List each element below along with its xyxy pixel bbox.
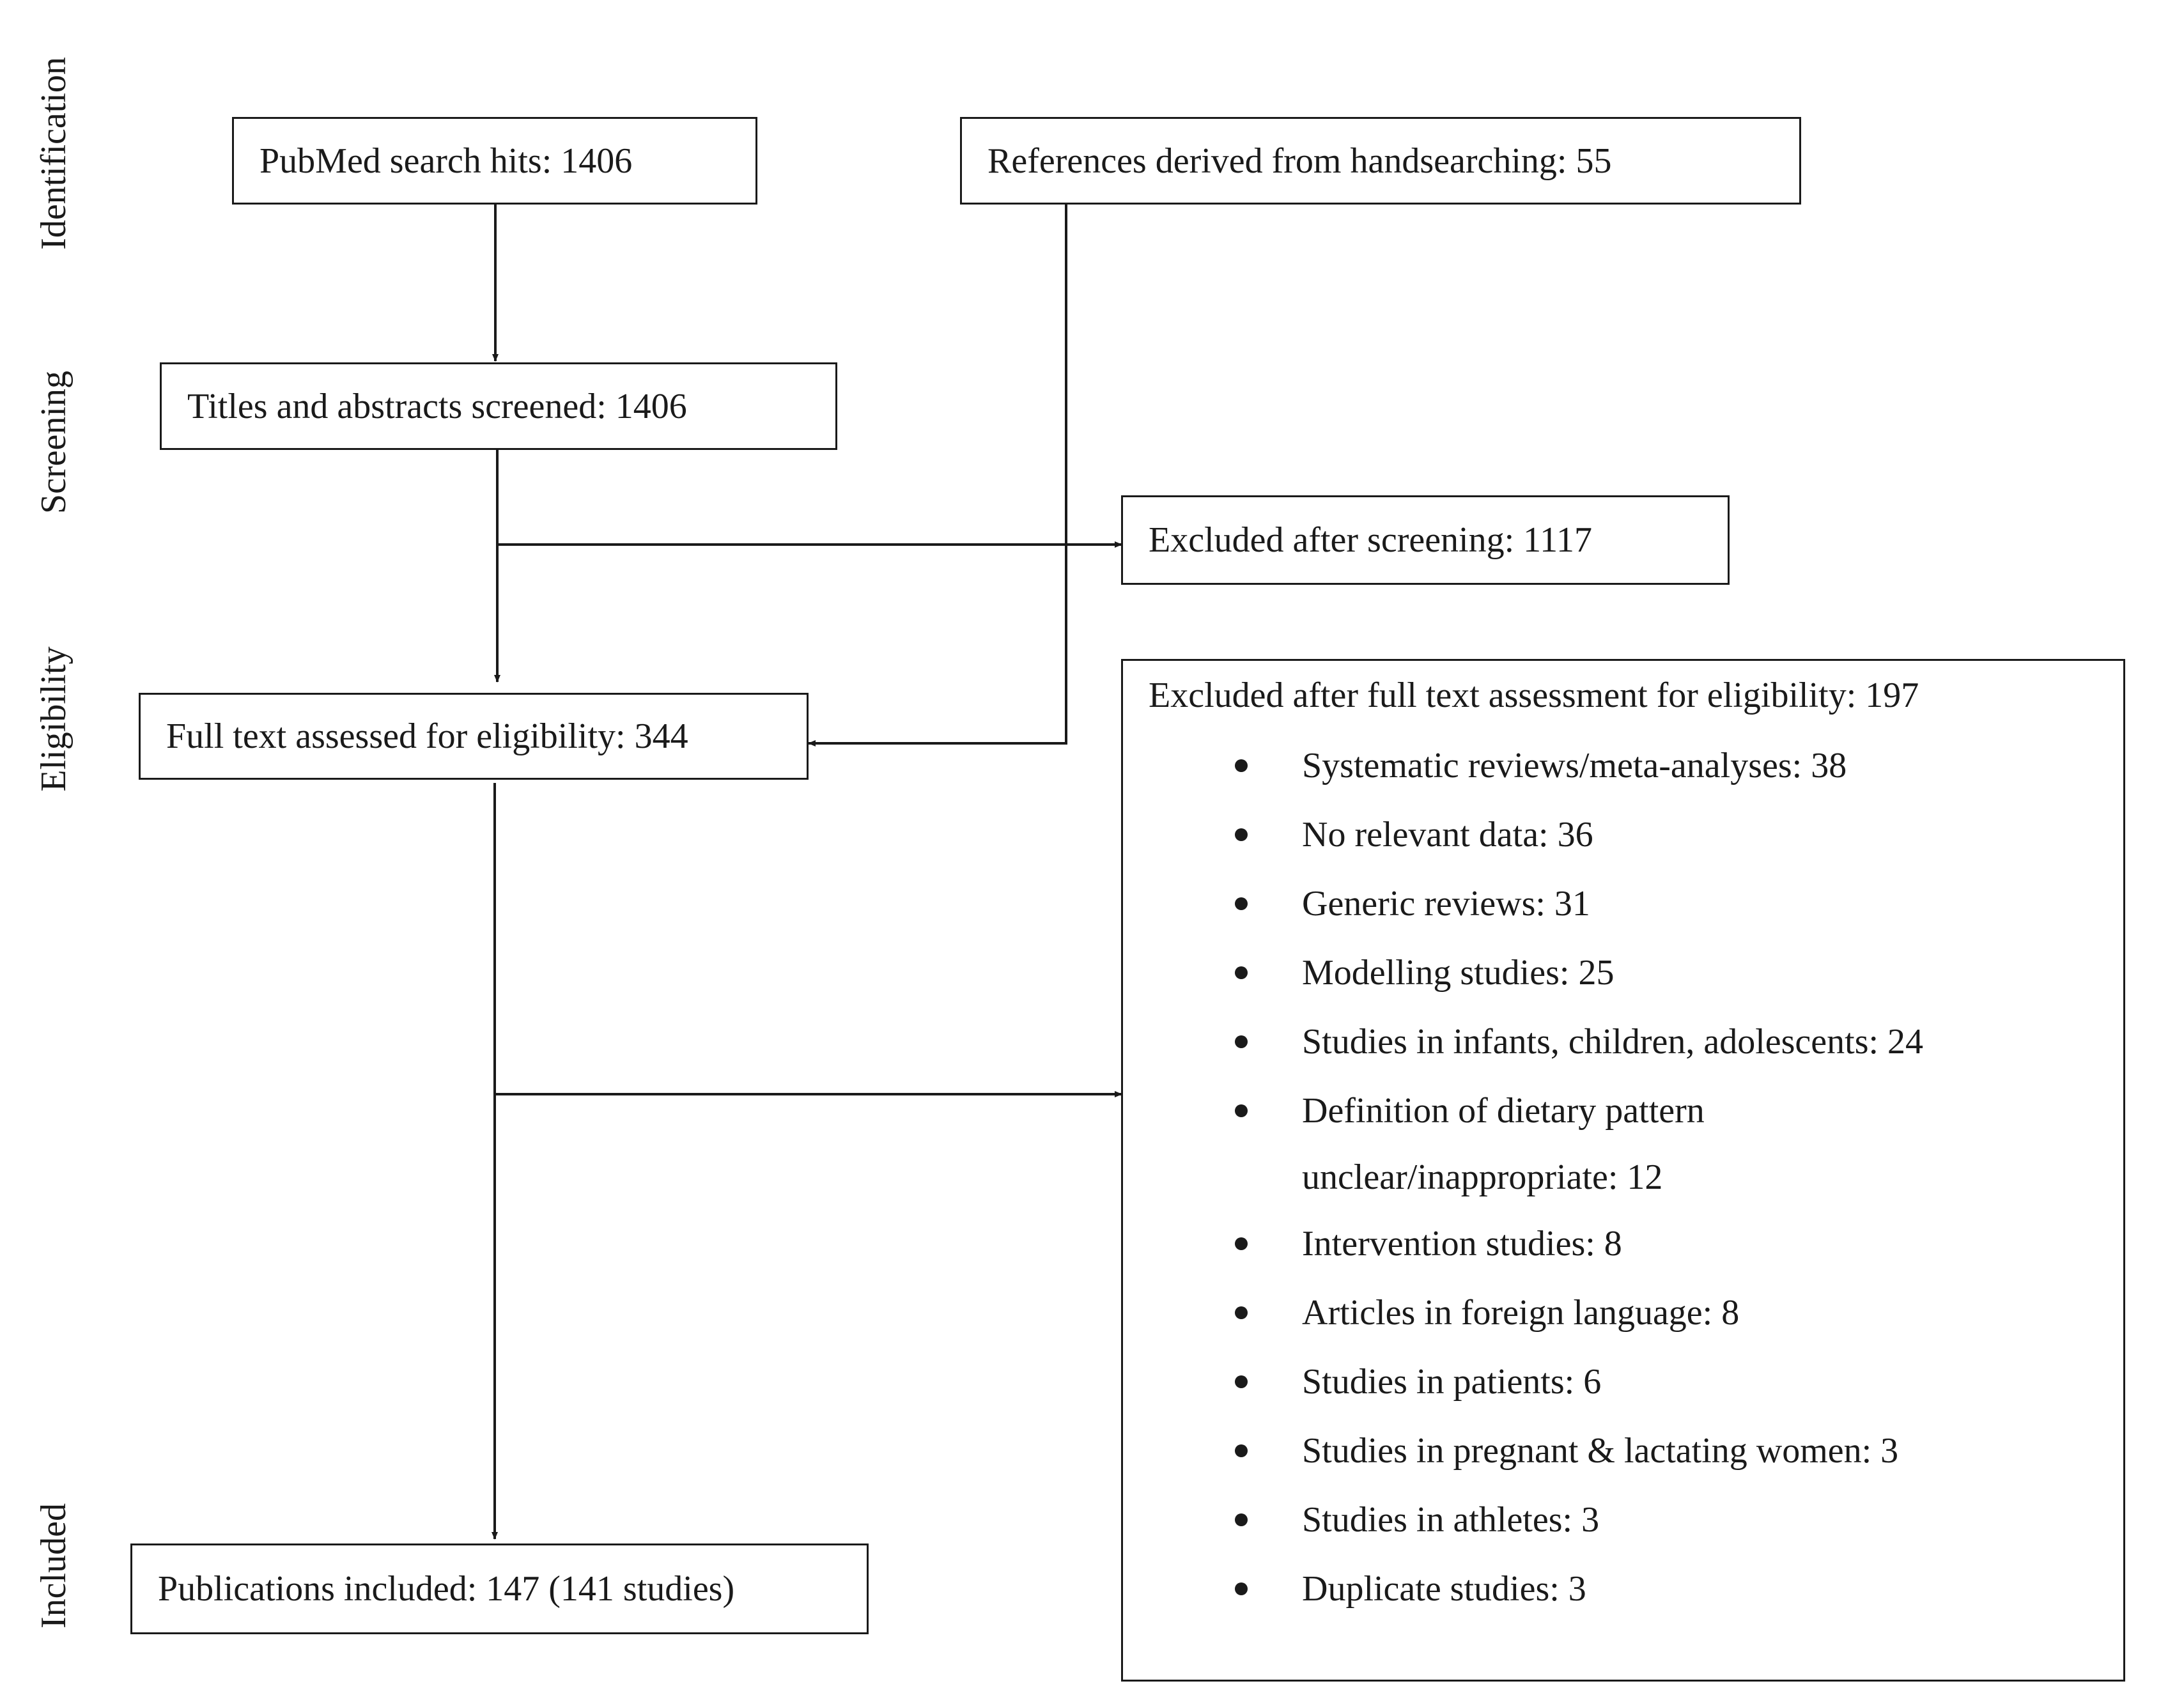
excluded-screening-label: Excluded after screening: 1117 [1149, 520, 1593, 560]
exclusion-reason-item: Generic reviews: 31 [1149, 870, 2098, 940]
screened-label: Titles and abstracts screened: 1406 [187, 386, 687, 426]
screened-box: Titles and abstracts screened: 1406 [160, 362, 837, 450]
exclusion-reason-item: Articles in foreign language: 8 [1149, 1280, 2098, 1349]
included-label: Publications included: 147 (141 studies) [158, 1569, 735, 1609]
exclusion-reason-item: Studies in athletes: 3 [1149, 1487, 2098, 1556]
exclusion-reason-item: Duplicate studies: 3 [1149, 1556, 2098, 1625]
excluded-screening-box: Excluded after screening: 1117 [1121, 495, 1730, 585]
exclusion-reason-item: Studies in patients: 6 [1149, 1349, 2098, 1418]
pubmed-label: PubMed search hits: 1406 [259, 141, 633, 181]
exclusion-reason-item: Modelling studies: 25 [1149, 940, 2098, 1009]
connector-handsearch-to-fulltext [808, 203, 1067, 747]
fulltext-box: Full text assessed for eligibility: 344 [139, 693, 809, 780]
exclusion-reason-list: Systematic reviews/meta-analyses: 38 No … [1149, 732, 2098, 1625]
fulltext-label: Full text assessed for eligibility: 344 [166, 716, 688, 756]
exclusion-reason-item: No relevant data: 36 [1149, 801, 2098, 870]
exclusion-reason-item: Studies in pregnant & lactating women: 3 [1149, 1418, 2098, 1487]
included-box: Publications included: 147 (141 studies) [130, 1543, 869, 1634]
excluded-fulltext-box: Excluded after full text assessment for … [1121, 659, 2125, 1682]
exclusion-reason-item: Systematic reviews/meta-analyses: 38 [1149, 732, 2098, 801]
exclusion-reason-item: Intervention studies: 8 [1149, 1211, 2098, 1280]
pubmed-box: PubMed search hits: 1406 [232, 117, 757, 205]
exclusion-reason-item: Studies in infants, children, adolescent… [1149, 1009, 2098, 1078]
handsearch-box: References derived from handsearching: 5… [960, 117, 1801, 205]
excluded-fulltext-heading: Excluded after full text assessment for … [1149, 676, 1919, 715]
handsearch-label: References derived from handsearching: 5… [987, 141, 1612, 181]
